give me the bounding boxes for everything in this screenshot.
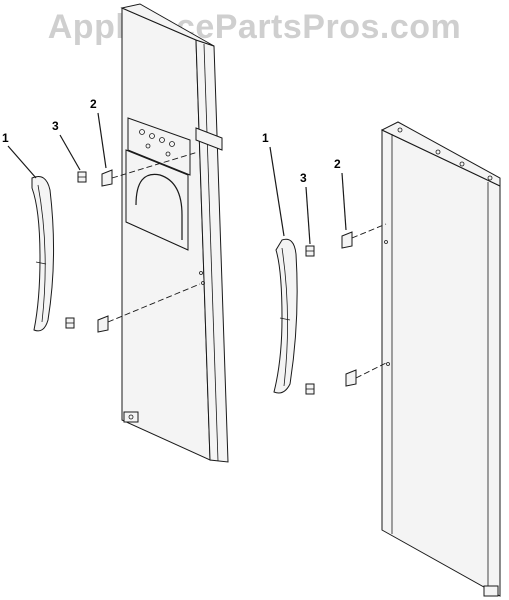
- callout-right-handle: 1: [262, 131, 269, 145]
- right-cap-lower: [345, 369, 357, 387]
- left-screw-lower: [65, 317, 75, 329]
- right-cap-upper: [341, 231, 353, 249]
- callout-left-handle: 1: [2, 131, 9, 145]
- dispenser-control-panel: [127, 117, 191, 176]
- right-door: [380, 121, 501, 597]
- dispenser-paddle: [135, 173, 183, 240]
- right-handle: [273, 238, 298, 394]
- left-screw-upper: [77, 171, 87, 183]
- watermark-logo: AppliancePartsPros.com: [47, 8, 462, 46]
- left-cap-upper: [101, 169, 113, 187]
- left-door: [120, 3, 229, 463]
- right-door-front: [381, 129, 501, 597]
- right-screw-upper: [305, 245, 315, 257]
- left-door-top: [120, 3, 215, 47]
- right-door-top: [380, 121, 501, 187]
- left-cap-lower: [97, 315, 109, 333]
- callout-left-screw: 3: [52, 119, 59, 133]
- right-screw-lower: [305, 383, 315, 395]
- callout-right-screw: 3: [300, 171, 307, 185]
- callout-right-cap: 2: [334, 157, 341, 171]
- callout-left-cap: 2: [90, 97, 97, 111]
- left-handle: [31, 176, 55, 332]
